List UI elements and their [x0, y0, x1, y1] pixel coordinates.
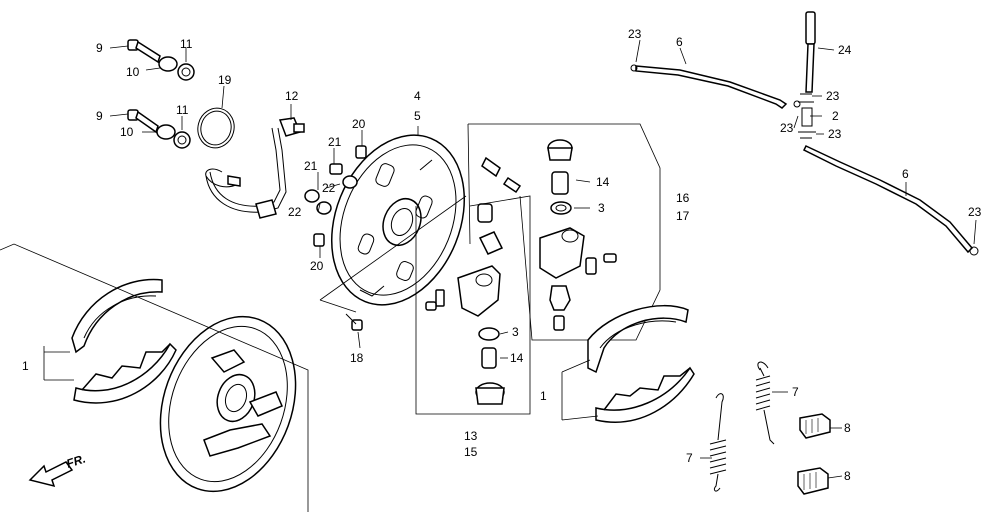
label-part-22: 22 — [288, 205, 302, 219]
label-part-12: 12 — [285, 89, 299, 103]
label-part-9: 9 — [96, 109, 103, 123]
label-part-14: 14 — [510, 351, 524, 365]
label-part-5: 5 — [414, 109, 421, 123]
brake-shoe-left-lower — [73, 342, 177, 404]
label-part-6: 6 — [902, 167, 909, 181]
label-part-2: 2 — [832, 109, 839, 123]
label-part-23: 23 — [826, 89, 840, 103]
brake-panel-lower — [159, 315, 297, 493]
nuts-washers-upper — [304, 145, 367, 247]
label-part-14: 14 — [596, 175, 610, 189]
brake-shoe-right-lower — [595, 366, 695, 423]
label-part-1: 1 — [540, 389, 547, 403]
label-part-10: 10 — [120, 125, 134, 139]
label-part-23: 23 — [780, 121, 794, 135]
label-part-15: 15 — [464, 445, 478, 459]
label-part-1: 1 — [22, 359, 29, 373]
shoe-clip-upper — [799, 413, 831, 439]
shoe-clip-lower — [797, 467, 829, 495]
wheel-cylinder-lower — [425, 203, 505, 405]
label-part-7: 7 — [792, 385, 799, 399]
label-part-9: 9 — [96, 41, 103, 55]
bolt-upper — [127, 39, 195, 81]
label-part-3: 3 — [512, 325, 519, 339]
hose-joint — [793, 100, 816, 139]
label-part-11: 11 — [180, 37, 193, 51]
label-part-10: 10 — [126, 65, 140, 79]
label-part-13: 13 — [464, 429, 478, 443]
label-part-16: 16 — [676, 191, 690, 205]
label-part-6: 6 — [676, 35, 683, 49]
brake-pipe — [205, 117, 305, 219]
label-part-22: 22 — [322, 181, 336, 195]
label-part-17: 17 — [676, 209, 690, 223]
label-part-3: 3 — [598, 201, 605, 215]
bolt-18 — [345, 313, 363, 331]
label-part-23: 23 — [628, 27, 642, 41]
callout-labels: 9 10 11 9 10 11 19 12 4 5 20 21 21 22 22… — [22, 27, 982, 483]
front-marker-text: FR. — [65, 452, 88, 471]
return-spring-lower — [709, 393, 727, 492]
group-bracket-16-17 — [319, 123, 661, 415]
leader-lines — [43, 39, 977, 479]
label-part-19: 19 — [218, 73, 232, 87]
label-part-7: 7 — [686, 451, 693, 465]
label-part-24: 24 — [838, 43, 852, 57]
label-part-21: 21 — [304, 159, 318, 173]
brake-hose-upper — [630, 64, 788, 109]
label-part-4: 4 — [414, 89, 421, 103]
o-ring — [197, 107, 235, 149]
label-part-23: 23 — [828, 127, 842, 141]
front-direction-arrow: FR. — [28, 452, 88, 488]
label-part-23: 23 — [968, 205, 982, 219]
return-spring-upper — [755, 361, 775, 445]
brake-shoe-right-upper — [587, 304, 689, 374]
label-part-8: 8 — [844, 421, 851, 435]
brake-shoe-left-upper — [71, 278, 163, 354]
label-part-20: 20 — [310, 259, 324, 273]
backing-plate-upper — [330, 134, 466, 306]
brake-hose-vertical — [798, 11, 816, 103]
label-part-20: 20 — [352, 117, 366, 131]
label-part-11: 11 — [176, 103, 189, 117]
wheel-cylinder-upper — [481, 139, 617, 331]
label-part-21: 21 — [328, 135, 342, 149]
label-part-8: 8 — [844, 469, 851, 483]
brake-hose-lower — [802, 145, 979, 256]
outer-frame-lines — [0, 243, 309, 512]
label-part-18: 18 — [350, 351, 364, 365]
